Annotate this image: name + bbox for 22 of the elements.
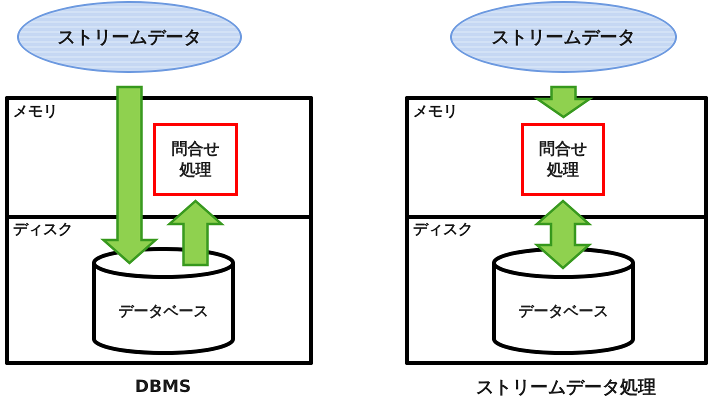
system-frame — [5, 96, 313, 365]
process-box — [153, 123, 238, 196]
panel-heading: ディスク — [13, 221, 73, 238]
block-arrow — [166, 199, 225, 266]
diagram-caption: DBMS — [134, 377, 192, 398]
panel-heading: メモリ — [13, 103, 58, 120]
process-box — [521, 123, 605, 196]
block-arrow — [534, 199, 592, 270]
panel-heading: メモリ — [413, 103, 458, 120]
database-cylinder — [92, 247, 235, 355]
cylinder-text: データベース — [118, 302, 208, 320]
panel-heading: ディスク — [413, 221, 473, 238]
cylinder-text: データベース — [518, 302, 608, 320]
diagram-caption: ストリームデータ処理 — [476, 377, 656, 399]
system-frame — [405, 96, 708, 365]
database-cylinder — [492, 247, 635, 355]
process-text: 問合せ処理 — [539, 138, 587, 180]
ellipse-text: ストリームデータ — [492, 26, 636, 49]
ellipse-text: ストリームデータ — [58, 26, 202, 49]
block-arrow — [534, 86, 594, 119]
block-arrow — [100, 86, 159, 265]
process-text: 問合せ処理 — [172, 138, 220, 180]
